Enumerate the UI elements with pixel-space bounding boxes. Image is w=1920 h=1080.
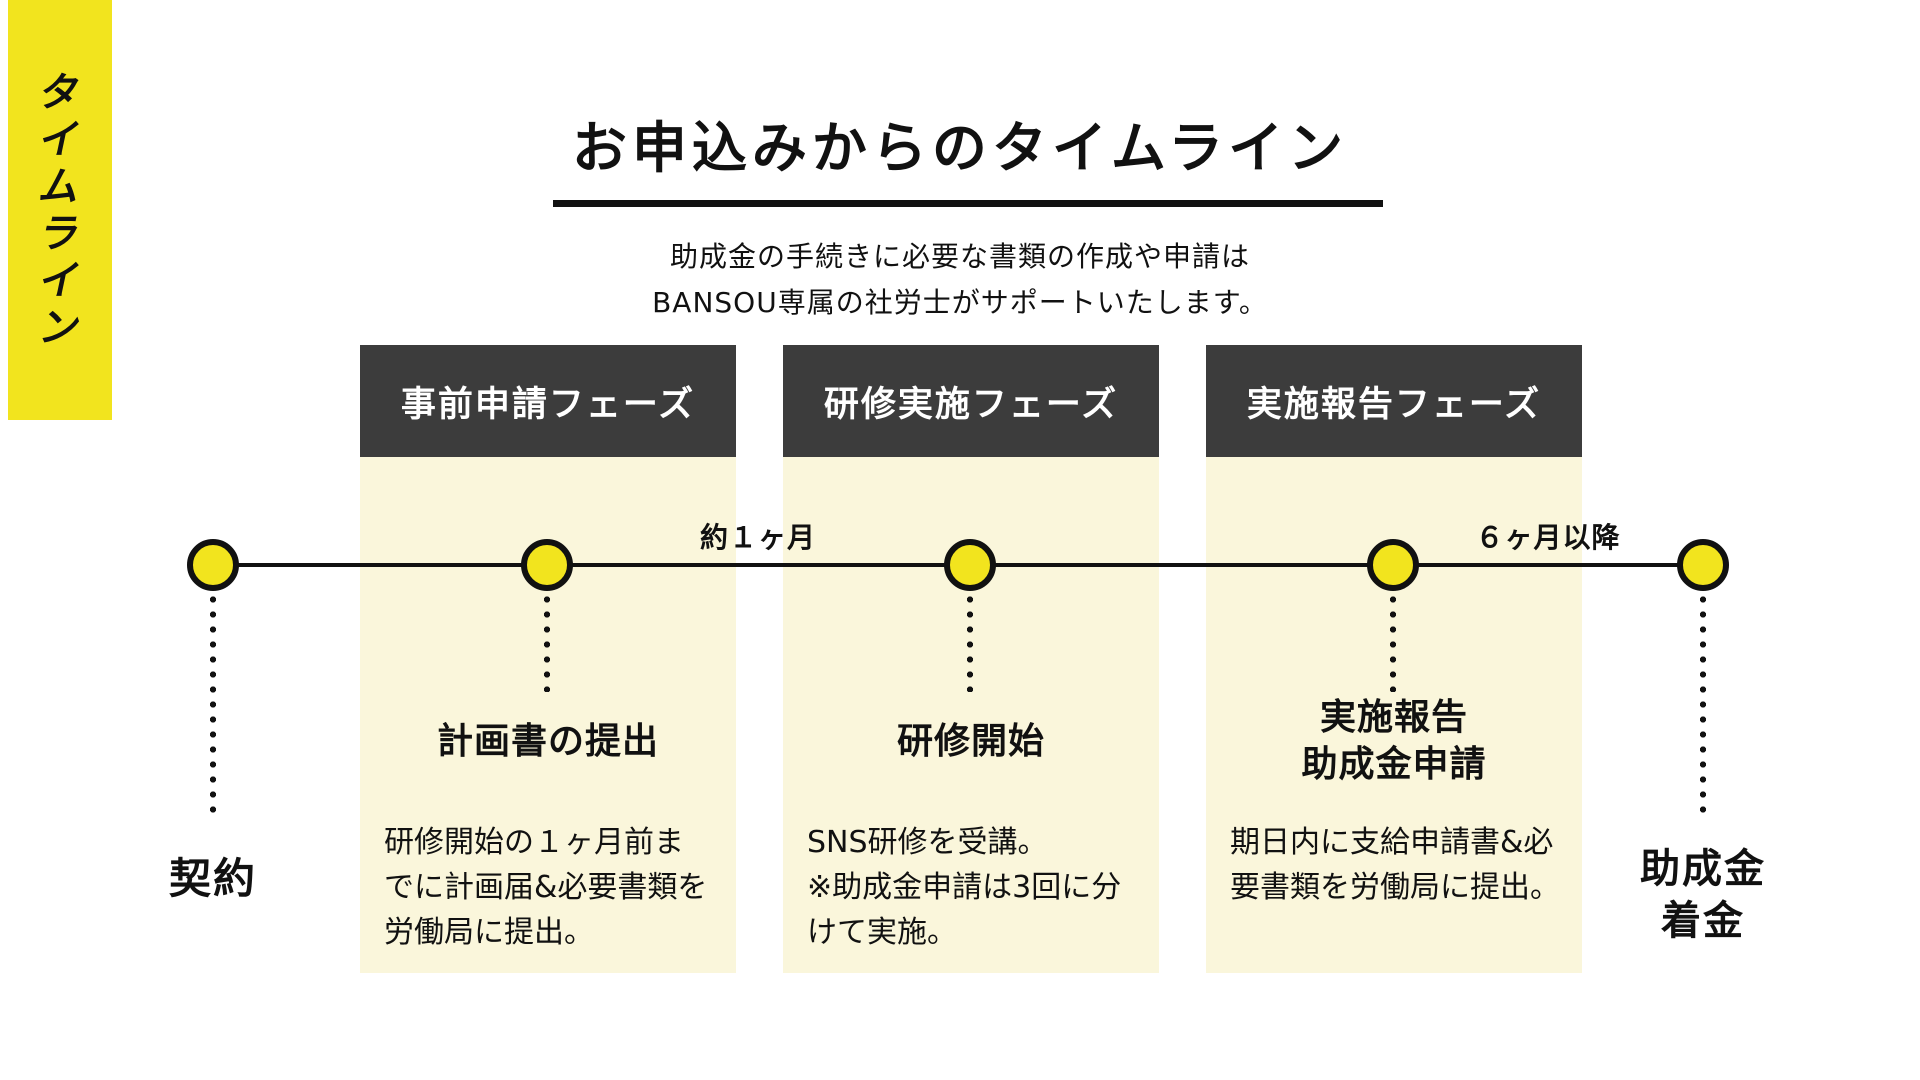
phase-header-label: 事前申請フェーズ: [400, 384, 696, 425]
milestone-label-contract: 契約: [168, 854, 257, 903]
interval-label-six-months: ６ヶ月以降: [1475, 521, 1621, 554]
phase-title-line: 計画書の提出: [436, 720, 659, 762]
phase-panel-report: 実施報告 助成金申請 期日内に支給申請書&必 要書類を労働局に提出。: [1206, 457, 1582, 973]
interval-label-one-month: 約１ヶ月: [699, 521, 816, 554]
phase-description-line: けて実施。: [807, 915, 957, 950]
dotted-connector: [966, 592, 974, 692]
phase-header-training: 研修実施フェーズ: [783, 345, 1159, 457]
page-title: お申込みからのタイムライン: [571, 116, 1349, 180]
phase-description: 研修開始の１ヶ月前ま でに計画届&必要書類を 労働局に提出。: [384, 820, 722, 955]
milestone-dot-contract: [187, 539, 239, 591]
milestone-dot-training-start: [944, 539, 996, 591]
title-underline: [553, 200, 1383, 207]
phase-header-label: 研修実施フェーズ: [823, 384, 1119, 425]
subtitle-line-2: BANSOU専属の社労士がサポートいたします。: [652, 286, 1268, 319]
milestone-label-line: 着金: [1661, 898, 1745, 944]
milestone-label-line: 助成金: [1640, 846, 1766, 892]
phase-description-line: でに計画届&必要書類を: [384, 870, 708, 905]
phase-description: SNS研修を受講。 ※助成金申請は3回に分 けて実施。: [807, 820, 1145, 955]
phase-title: 実施報告 助成金申請: [1206, 694, 1582, 788]
phase-description-line: SNS研修を受講。: [807, 825, 1048, 860]
phase-title: 研修開始: [783, 694, 1159, 788]
phase-title: 計画書の提出: [360, 694, 736, 788]
phase-header-pre-application: 事前申請フェーズ: [360, 345, 736, 457]
phase-title-line: 助成金申請: [1301, 744, 1487, 785]
phase-description-line: 期日内に支給申請書&必: [1230, 825, 1554, 860]
phase-header-report: 実施報告フェーズ: [1206, 345, 1582, 457]
phase-header-label: 実施報告フェーズ: [1246, 384, 1542, 425]
phase-description-line: 労働局に提出。: [384, 915, 594, 950]
dotted-connector: [1389, 592, 1397, 692]
phase-title-line: 実施報告: [1319, 697, 1468, 738]
dotted-connector: [543, 592, 551, 692]
side-banner: タイムライン: [8, 0, 112, 420]
subtitle-line-1: 助成金の手続きに必要な書類の作成や申請は: [669, 240, 1250, 273]
phase-description-line: 要書類を労働局に提出。: [1230, 870, 1560, 905]
milestone-label-payment: 助成金 着金: [1578, 843, 1828, 947]
dotted-connector: [1699, 592, 1707, 814]
milestone-dot-plan-submission: [521, 539, 573, 591]
milestone-dot-report: [1367, 539, 1419, 591]
phase-description-line: 研修開始の１ヶ月前ま: [384, 825, 684, 860]
phase-description: 期日内に支給申請書&必 要書類を労働局に提出。: [1230, 820, 1568, 910]
dotted-connector: [209, 592, 217, 817]
phase-description-line: ※助成金申請は3回に分: [807, 870, 1122, 905]
phase-title-line: 研修開始: [896, 720, 1045, 762]
milestone-dot-payment: [1677, 539, 1729, 591]
